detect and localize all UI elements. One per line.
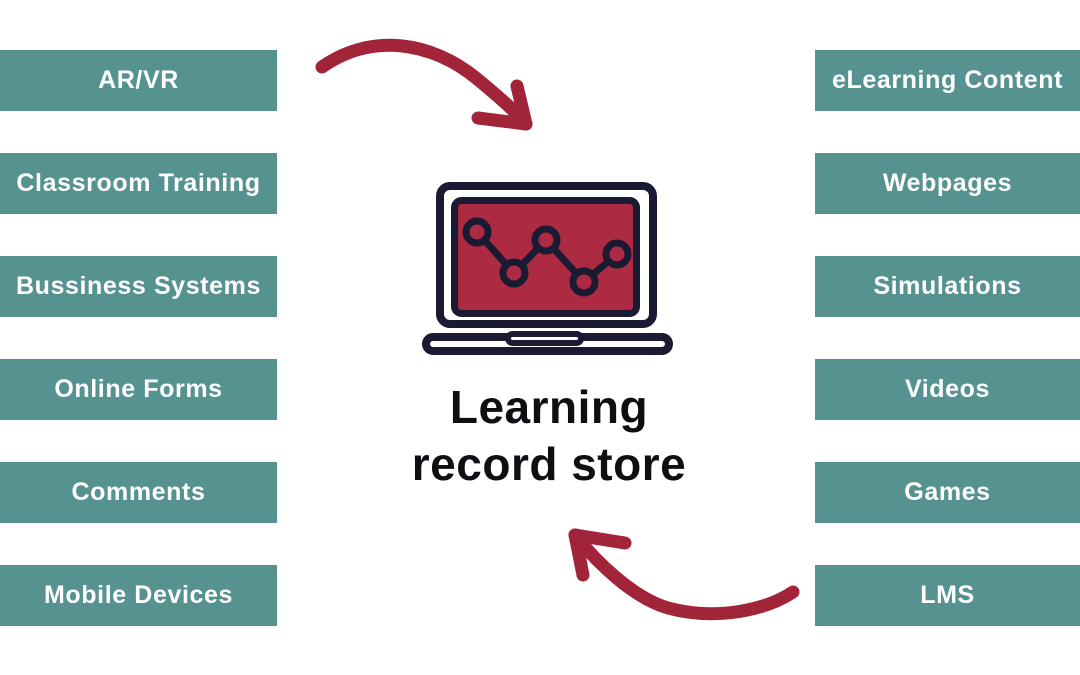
diagram-title: Learning record store xyxy=(389,379,709,493)
bar-ar-vr-label: AR/VR xyxy=(98,66,179,94)
curved-arrow-right-down-icon xyxy=(315,38,533,131)
bar-bussiness-systems: Bussiness Systems xyxy=(0,256,277,317)
bar-comments-label: Comments xyxy=(71,478,206,506)
bar-games: Games xyxy=(815,462,1080,523)
curved-arrow-left-up-icon xyxy=(568,528,800,621)
bar-bussiness-systems-label: Bussiness Systems xyxy=(15,272,262,300)
left-column: AR/VR Classroom Training Bussiness Syste… xyxy=(0,50,277,626)
bar-simulations: Simulations xyxy=(815,256,1080,317)
bar-classroom-training-label: Classroom Training xyxy=(16,169,261,197)
bar-videos-label: Videos xyxy=(904,375,991,403)
title-line-2: record store xyxy=(411,438,687,490)
bar-elearning-content: eLearning Content xyxy=(815,50,1080,111)
bar-videos: Videos xyxy=(815,359,1080,420)
bar-webpages: Webpages xyxy=(815,153,1080,214)
bar-mobile-devices-label: Mobile Devices xyxy=(43,581,234,609)
bar-comments: Comments xyxy=(0,462,277,523)
title-line-1: Learning xyxy=(449,381,649,433)
bar-online-forms: Online Forms xyxy=(0,359,277,420)
bar-ar-vr: AR/VR xyxy=(0,50,277,111)
bar-elearning-content-label: eLearning Content xyxy=(831,66,1064,94)
bar-games-label: Games xyxy=(904,478,991,506)
laptop-analytics-icon xyxy=(422,182,673,355)
bar-webpages-label: Webpages xyxy=(882,169,1013,197)
bar-classroom-training: Classroom Training xyxy=(0,153,277,214)
bar-lms-label: LMS xyxy=(920,581,975,609)
bar-mobile-devices: Mobile Devices xyxy=(0,565,277,626)
right-column: eLearning Content Webpages Simulations V… xyxy=(815,50,1080,626)
bar-lms: LMS xyxy=(815,565,1080,626)
bar-online-forms-label: Online Forms xyxy=(54,375,223,403)
bar-simulations-label: Simulations xyxy=(873,272,1022,300)
